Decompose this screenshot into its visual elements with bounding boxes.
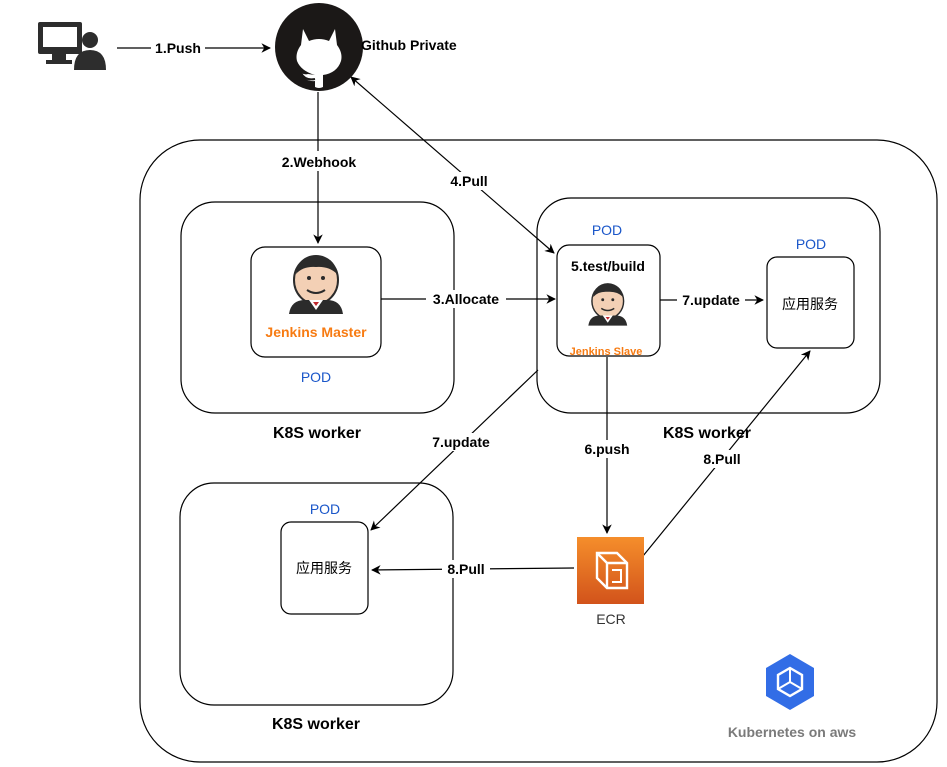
worker-left-bottom-label: K8S worker bbox=[272, 716, 360, 733]
edge-label-update-bottom: 7.update bbox=[425, 433, 497, 451]
worker-left-top-label: K8S worker bbox=[273, 425, 361, 442]
edge-label-push-ecr: 6.push bbox=[579, 440, 635, 458]
jenkins-slave-label: Jenkins Slave bbox=[570, 346, 643, 358]
edge-label-allocate: 3.Allocate bbox=[426, 290, 506, 308]
svg-text:2.Webhook: 2.Webhook bbox=[282, 154, 357, 170]
app-service-bottom-label: 应用服务 bbox=[296, 560, 352, 577]
svg-text:6.push: 6.push bbox=[584, 441, 629, 457]
pod-app-bottom bbox=[280, 521, 369, 615]
test-build-label: 5.test/build bbox=[571, 258, 645, 274]
github-octocat-icon bbox=[275, 3, 363, 91]
pod-master-label: POD bbox=[301, 369, 331, 385]
svg-text:8.Pull: 8.Pull bbox=[447, 561, 484, 577]
pod-app-top-label: POD bbox=[796, 236, 826, 252]
ecr-label: ECR bbox=[596, 611, 626, 627]
edge-label-update-top: 7.update bbox=[677, 291, 745, 309]
github-label: Github Private bbox=[361, 37, 457, 53]
app-service-top-label: 应用服务 bbox=[782, 296, 838, 313]
pod-slave-label: POD bbox=[592, 222, 622, 238]
svg-text:7.update: 7.update bbox=[682, 292, 740, 308]
kubernetes-label: Kubernetes on aws bbox=[728, 724, 857, 740]
svg-text:7.update: 7.update bbox=[432, 434, 490, 450]
edge-label-push: 1.Push bbox=[151, 39, 205, 57]
pod-app-bottom-label: POD bbox=[310, 501, 340, 517]
edge-label-pull-ecr-bottom: 8.Pull bbox=[442, 560, 490, 578]
worker-right-top-label: K8S worker bbox=[663, 425, 751, 442]
jenkins-butler-icon bbox=[289, 255, 343, 314]
pod-app-top bbox=[766, 256, 855, 349]
svg-text:8.Pull: 8.Pull bbox=[703, 451, 740, 467]
computer-user-icon bbox=[38, 22, 106, 70]
svg-text:3.Allocate: 3.Allocate bbox=[433, 291, 499, 307]
jenkins-butler-icon bbox=[588, 283, 628, 326]
edge-label-webhook: 2.Webhook bbox=[275, 151, 363, 171]
edge-pull-github bbox=[350, 76, 555, 254]
jenkins-master-label: Jenkins Master bbox=[265, 324, 367, 340]
edge-label-pull-ecr-top: 8.Pull bbox=[697, 450, 747, 468]
aws-ecr-icon bbox=[577, 537, 644, 604]
edge-label-pull-github: 4.Pull bbox=[446, 172, 492, 190]
kubernetes-engine-icon bbox=[766, 654, 814, 710]
svg-text:4.Pull: 4.Pull bbox=[450, 173, 487, 189]
svg-text:1.Push: 1.Push bbox=[155, 40, 201, 56]
